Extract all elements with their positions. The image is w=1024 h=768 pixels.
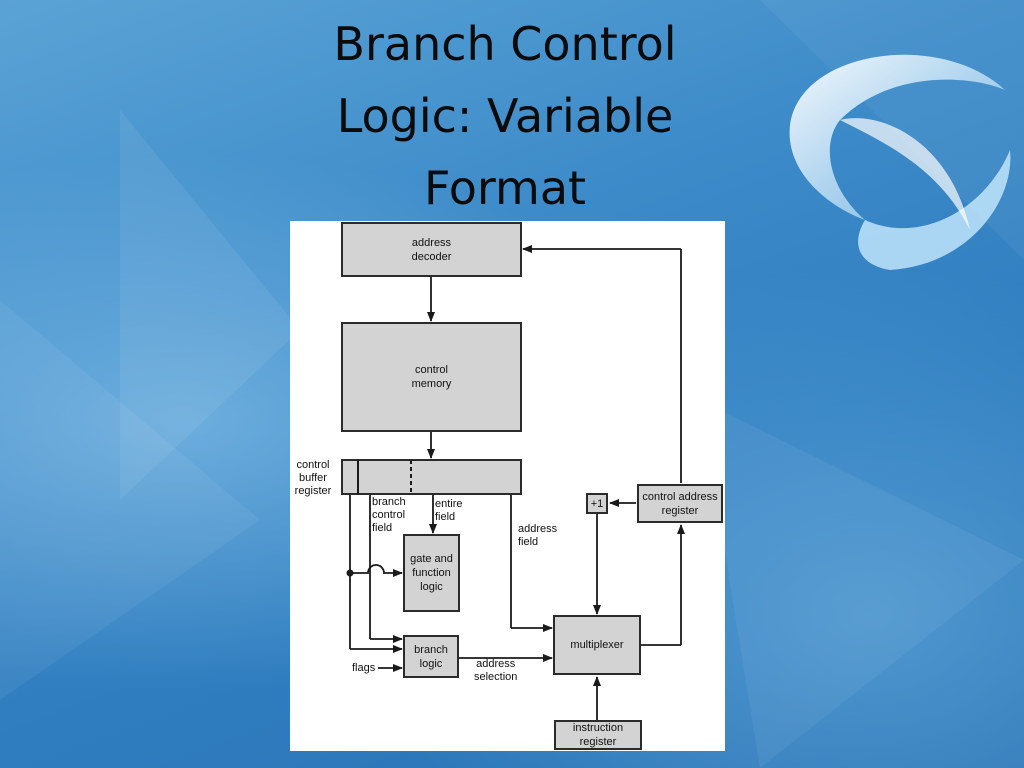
swirl-logo-icon: [789, 54, 1011, 270]
address-selection-label: address selection: [474, 658, 517, 684]
box-text: register: [579, 736, 617, 748]
buffer-register-dividers: [357, 460, 412, 494]
box-text: address: [411, 236, 452, 249]
label-text: address: [518, 523, 558, 535]
label-text: control: [296, 459, 330, 471]
box-text: instruction: [572, 722, 624, 734]
label-text: branch: [372, 496, 406, 508]
multiplexer-box: multiplexer: [553, 615, 641, 675]
instruction-register-box: instruction register: [554, 720, 642, 750]
branch-control-diagram: address decoder control memory gate and …: [290, 221, 725, 751]
box-text: +1: [590, 497, 604, 510]
control-address-register-box: control address register: [637, 484, 723, 523]
label-text: control: [372, 509, 406, 521]
diagram-wires: [346, 245, 685, 720]
address-field-label: address field: [518, 523, 557, 549]
gate-function-logic-box: gate and function logic: [403, 534, 460, 612]
branch-control-field-label: branch control field: [372, 496, 406, 535]
title-line: Logic: Variable: [336, 89, 674, 143]
box-text: logic: [419, 657, 443, 670]
label-text: register: [294, 485, 332, 497]
box-text: multiplexer: [570, 639, 624, 651]
box-text: branch: [414, 643, 448, 656]
box-text: function: [412, 567, 451, 579]
slide-title: Branch Control Logic: Variable Format: [250, 8, 760, 224]
label-text: entire: [435, 498, 463, 510]
entire-field-label: entire field: [435, 498, 463, 524]
label-text: selection: [474, 671, 518, 683]
control-memory-box: control memory: [341, 322, 522, 432]
box-text: register: [661, 504, 699, 517]
address-decoder-box: address decoder: [341, 222, 522, 277]
label-text: field: [435, 511, 456, 523]
plus-one-box: +1: [586, 493, 608, 514]
box-text: control: [414, 364, 448, 376]
title-line: Format: [423, 161, 587, 215]
box-text: memory: [411, 378, 452, 390]
box-text: gate and: [410, 553, 453, 565]
control-buffer-register-box: [341, 459, 522, 495]
title-line: Branch Control: [333, 17, 677, 71]
control-buffer-register-label: control buffer register: [290, 459, 336, 498]
flags-label: flags: [352, 662, 376, 674]
box-text: logic: [420, 581, 443, 593]
box-text: control address: [642, 490, 718, 503]
label-text: field: [518, 536, 539, 548]
box-text: decoder: [411, 250, 452, 263]
label-text: field: [372, 522, 393, 534]
label-text: buffer: [299, 472, 327, 484]
label-text: address: [476, 658, 516, 670]
branch-logic-box: branch logic: [403, 635, 459, 678]
